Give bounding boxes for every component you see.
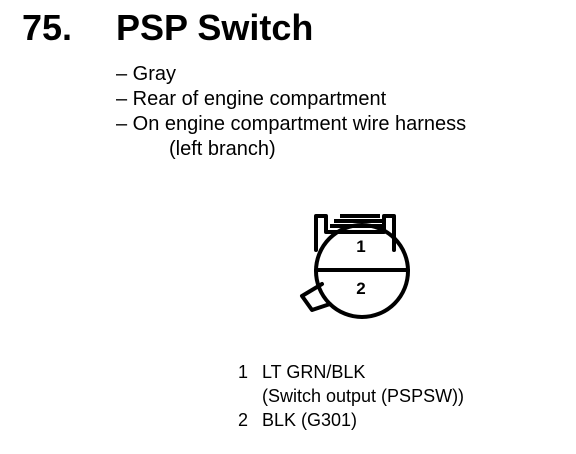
pin-wire: BLK (G301) xyxy=(262,410,358,430)
connector-location: – Rear of engine compartment xyxy=(116,88,387,110)
page-title: PSP Switch xyxy=(116,7,314,48)
cavity-2-label: 2 xyxy=(356,279,365,298)
connector-latch-outline xyxy=(314,214,396,252)
connector-color: – Gray xyxy=(116,63,177,85)
component-details: – Gray – Rear of engine compartment – On… xyxy=(116,62,466,162)
connector-face-diagram: 1 2 xyxy=(300,214,410,319)
pin-wire: LT GRN/BLK xyxy=(262,362,366,382)
pin-number: 1 xyxy=(238,362,249,382)
harness-branch: (left branch) xyxy=(169,138,276,160)
pin-list: 1 LT GRN/BLK (Switch output (PSPSW)) 2 BLK… xyxy=(238,360,464,432)
pin-function: (Switch output (PSPSW)) xyxy=(262,386,465,406)
pin-row: 1 LT GRN/BLK xyxy=(238,360,464,384)
title-number: 75. xyxy=(22,7,73,48)
pin-row: 2 BLK (G301) xyxy=(238,408,464,432)
connector-key-tab xyxy=(300,282,332,312)
pin-number: 2 xyxy=(238,410,249,430)
harness-info: – On engine compartment wire harness xyxy=(116,113,467,135)
cavity-1-label: 1 xyxy=(356,237,365,256)
